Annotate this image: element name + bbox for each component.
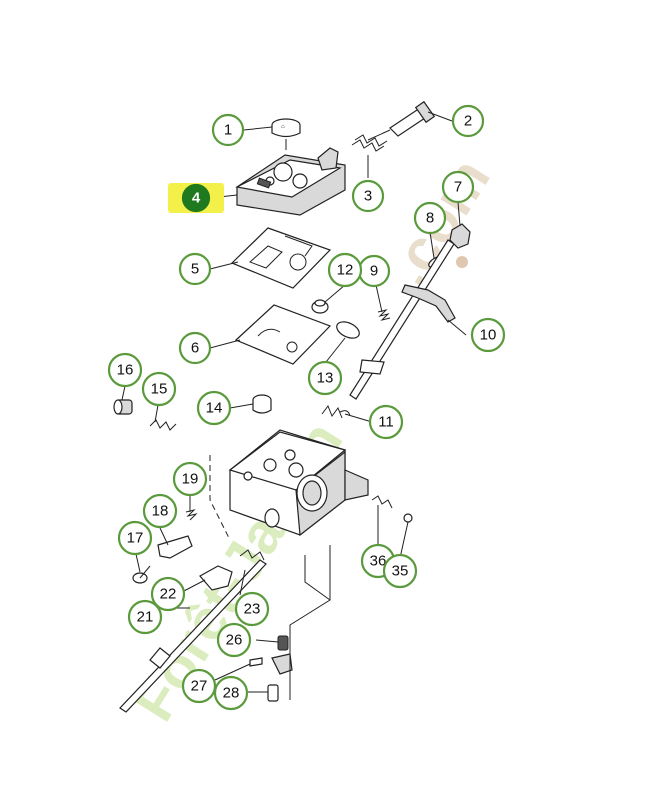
part-19-spring bbox=[185, 509, 198, 521]
part-14-cup bbox=[252, 394, 272, 414]
part-36-spring bbox=[371, 495, 393, 509]
callout-label: 21 bbox=[137, 609, 154, 626]
part-11-spring bbox=[321, 404, 351, 419]
part-2-needle bbox=[367, 100, 436, 141]
part-4-cover bbox=[235, 147, 346, 216]
callout-label: 18 bbox=[152, 503, 169, 520]
callout-22: 22 bbox=[150, 576, 186, 612]
callout-label: 2 bbox=[464, 113, 472, 130]
boundary-line-right bbox=[289, 545, 331, 700]
callout-11: 11 bbox=[368, 404, 404, 440]
callout-label: 23 bbox=[244, 601, 261, 618]
part-6-diaphragm bbox=[234, 304, 332, 365]
callout-14: 14 bbox=[196, 390, 232, 426]
carburettor-body bbox=[228, 429, 369, 537]
callout-label: 14 bbox=[206, 400, 223, 417]
part-27-pin bbox=[249, 653, 293, 675]
callout-3: 3 bbox=[351, 179, 385, 213]
callout-12: 12 bbox=[327, 252, 363, 288]
callout-35: 35 bbox=[382, 553, 418, 589]
boundary-line-left bbox=[209, 455, 231, 541]
part-26-spring bbox=[277, 635, 289, 651]
part-7-nut bbox=[449, 223, 471, 249]
callout-13: 13 bbox=[307, 360, 343, 396]
part-15-spring bbox=[149, 419, 177, 431]
part-13-plate bbox=[336, 321, 360, 339]
part-22-lever bbox=[199, 565, 233, 591]
part-10-shaft bbox=[349, 239, 456, 400]
callout-label: 7 bbox=[454, 179, 462, 196]
callout-27: 27 bbox=[181, 668, 217, 704]
part-16-screw bbox=[113, 399, 133, 415]
callout-label: 35 bbox=[392, 563, 409, 580]
callout-label: 9 bbox=[370, 263, 378, 280]
callout-15: 15 bbox=[141, 371, 177, 407]
callout-label: 12 bbox=[337, 262, 354, 279]
callout-label: 22 bbox=[160, 586, 177, 603]
part-5-gasket bbox=[230, 227, 332, 289]
callout-label: 5 bbox=[191, 261, 199, 278]
callout-17: 17 bbox=[117, 520, 153, 556]
leader-lines bbox=[121, 111, 467, 693]
callout-16: 16 bbox=[107, 352, 143, 388]
callout-label: 10 bbox=[480, 327, 497, 344]
callout-label: 27 bbox=[191, 678, 208, 695]
parts-drawing: ⌂ bbox=[113, 100, 471, 713]
part-17-screw bbox=[132, 565, 151, 584]
callout-9: 9 bbox=[357, 254, 391, 288]
callout-label: 36 bbox=[370, 553, 387, 570]
callout-label: 4 bbox=[192, 190, 201, 207]
callout-23: 23 bbox=[234, 591, 270, 627]
part-35-needle bbox=[403, 513, 413, 523]
part-9-spring bbox=[377, 309, 391, 321]
callout-8: 8 bbox=[413, 201, 447, 235]
callout-label: 26 bbox=[226, 632, 243, 649]
callout-18: 18 bbox=[142, 493, 178, 529]
boundary-line-mid bbox=[304, 555, 331, 601]
callout-label: 13 bbox=[317, 370, 334, 387]
svg-text:⌂: ⌂ bbox=[281, 124, 285, 130]
callout-1: 1 bbox=[211, 113, 245, 147]
callout-label: 28 bbox=[223, 685, 240, 702]
part-1-screw: ⌂ bbox=[271, 118, 301, 150]
part-28-screw bbox=[267, 684, 279, 702]
callout-label: 1 bbox=[224, 122, 232, 139]
part-18-lever bbox=[157, 535, 193, 559]
callout-6: 6 bbox=[178, 331, 212, 365]
callout-label: 16 bbox=[117, 362, 134, 379]
callout-label: 15 bbox=[151, 381, 168, 398]
callout-label: 19 bbox=[182, 471, 199, 488]
callout-label: 6 bbox=[191, 340, 199, 357]
callout-label: 8 bbox=[426, 210, 434, 227]
callout-19: 19 bbox=[172, 461, 208, 497]
callout-label: 11 bbox=[378, 414, 394, 431]
part-21-shaft bbox=[119, 559, 267, 713]
callout-5: 5 bbox=[178, 252, 212, 286]
callout-10: 10 bbox=[470, 317, 506, 353]
part-12-plug bbox=[311, 299, 329, 314]
callout-4: 4 bbox=[181, 183, 211, 213]
callout-26: 26 bbox=[216, 622, 252, 658]
callout-2: 2 bbox=[451, 104, 485, 138]
callout-21: 21 bbox=[127, 599, 163, 635]
callout-7: 7 bbox=[441, 170, 475, 204]
part-23-spring bbox=[239, 549, 265, 561]
callout-label: 3 bbox=[364, 188, 372, 205]
callout-28: 28 bbox=[213, 675, 249, 711]
callout-label: 17 bbox=[127, 530, 144, 547]
part-3-spring bbox=[351, 134, 388, 152]
